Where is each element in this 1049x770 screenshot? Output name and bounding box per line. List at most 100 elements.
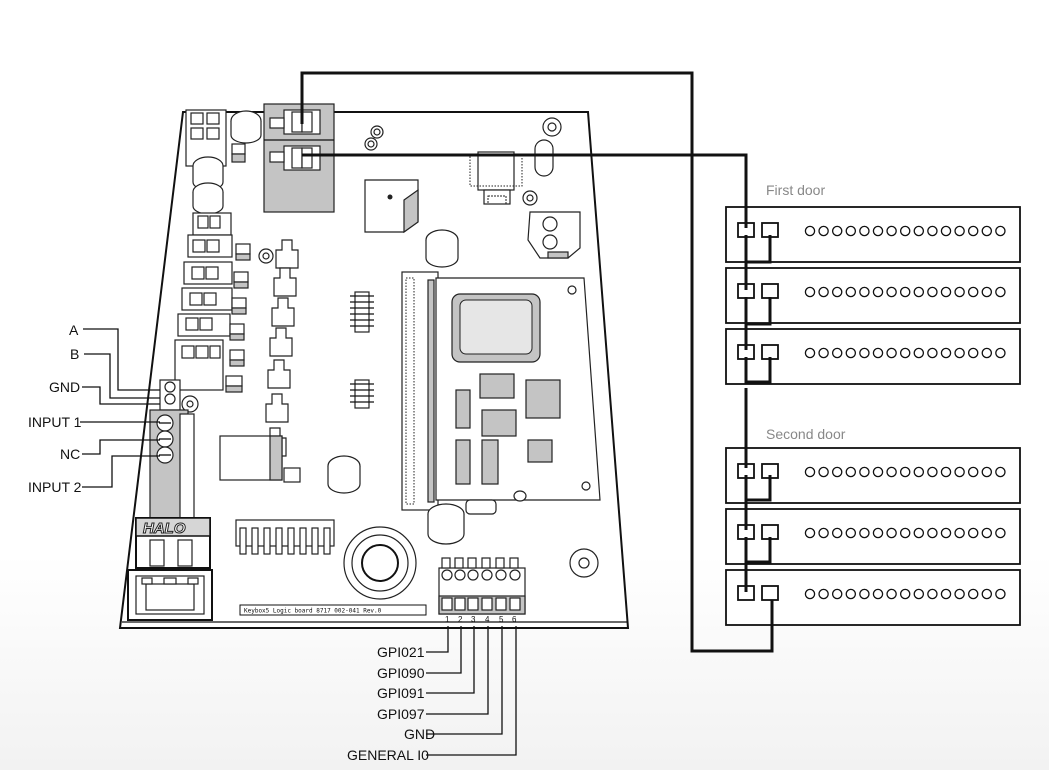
key-slot	[995, 225, 1006, 237]
key-slot	[940, 466, 952, 478]
key-slot	[886, 466, 897, 478]
pin-number: 1	[445, 615, 450, 624]
input-labels: A B GND INPUT 1 NC INPUT 2	[28, 322, 160, 495]
module-connector-out	[761, 283, 779, 299]
key-slot	[831, 527, 843, 539]
key-slot	[818, 466, 829, 478]
key-slot	[872, 225, 884, 237]
key-slot	[845, 527, 857, 539]
key-slot	[927, 466, 938, 478]
door-module-unit	[725, 328, 1021, 385]
key-slot	[995, 466, 1006, 478]
key-slot	[859, 527, 870, 539]
key-slot	[886, 588, 897, 600]
key-slot	[804, 588, 816, 600]
key-slot	[804, 347, 816, 359]
key-slot	[845, 588, 857, 600]
key-slot	[818, 225, 829, 237]
key-slot	[859, 347, 870, 359]
key-slot	[845, 286, 857, 298]
key-slot	[940, 527, 952, 539]
key-slot	[981, 527, 993, 539]
key-slot	[927, 225, 938, 237]
pin-number: 4	[485, 615, 490, 624]
label-input-1: INPUT 1	[28, 414, 82, 430]
key-slot	[967, 286, 979, 298]
label-b: B	[70, 346, 79, 362]
key-slot	[818, 286, 829, 298]
key-slot	[818, 527, 829, 539]
halo-brand-label: HALO	[143, 520, 186, 537]
key-slot	[967, 466, 979, 478]
key-slot	[995, 588, 1006, 600]
key-slot	[899, 225, 911, 237]
key-slot	[859, 588, 870, 600]
key-slot	[872, 286, 884, 298]
key-slot	[818, 347, 829, 359]
module-connector-out	[761, 344, 779, 360]
door-module-unit	[725, 267, 1021, 324]
key-slot	[913, 225, 925, 237]
key-slot	[940, 225, 952, 237]
label-gpi021: GPI021	[377, 644, 425, 660]
key-slot	[995, 286, 1006, 298]
second-door-label: Second door	[766, 426, 846, 442]
key-slot	[899, 347, 911, 359]
key-slot	[967, 225, 979, 237]
key-slot	[886, 225, 897, 237]
label-input-2: INPUT 2	[28, 479, 82, 495]
key-slot	[872, 466, 884, 478]
key-slot	[954, 588, 965, 600]
key-slot	[831, 225, 843, 237]
module-connector-out	[761, 585, 779, 601]
key-slot	[872, 588, 884, 600]
label-general-io: GENERAL I0	[347, 747, 429, 763]
key-slot	[954, 347, 965, 359]
first-door-label: First door	[766, 182, 825, 198]
label-a: A	[69, 322, 79, 338]
door-module-unit	[725, 206, 1021, 263]
key-slot	[859, 225, 870, 237]
key-slot	[831, 466, 843, 478]
module-connector-out	[761, 524, 779, 540]
key-slot	[859, 466, 870, 478]
key-slot	[913, 347, 925, 359]
label-gnd: GND	[49, 379, 80, 395]
key-slot	[967, 347, 979, 359]
pin-number: 3	[471, 615, 476, 624]
board-silkscreen-label: Keybox5 Logic board 8717 002-041 Rev.0	[244, 608, 382, 615]
key-slot	[913, 286, 925, 298]
key-slot	[967, 527, 979, 539]
key-slot	[927, 347, 938, 359]
key-slot	[899, 286, 911, 298]
key-slot	[845, 225, 857, 237]
label-gpi097: GPI097	[377, 706, 425, 722]
key-slot	[831, 347, 843, 359]
key-slot	[804, 527, 816, 539]
halo-ethernet-port: HALO	[127, 517, 213, 621]
key-slot	[859, 286, 870, 298]
key-slot	[981, 225, 993, 237]
door-wiring	[300, 71, 774, 653]
label-nc: NC	[60, 446, 80, 462]
key-slot	[886, 286, 897, 298]
door-module-unit	[725, 508, 1021, 565]
key-slot	[831, 588, 843, 600]
key-slot	[927, 588, 938, 600]
gpio-terminal-block	[438, 557, 526, 615]
label-gpi091: GPI091	[377, 685, 425, 701]
key-slot	[804, 466, 816, 478]
key-slot	[940, 286, 952, 298]
label-gpi090: GPI090	[377, 665, 425, 681]
key-slot	[886, 347, 897, 359]
key-slot	[981, 588, 993, 600]
key-slot	[804, 286, 816, 298]
key-slot	[954, 286, 965, 298]
key-slot	[899, 588, 911, 600]
key-slot	[831, 286, 843, 298]
logic-board: HALO Keybox5 Logic board 8717 002-041 Re…	[118, 103, 630, 629]
key-slot	[872, 527, 884, 539]
pin-number: 2	[458, 615, 463, 624]
key-slot	[940, 347, 952, 359]
key-slot	[886, 527, 897, 539]
